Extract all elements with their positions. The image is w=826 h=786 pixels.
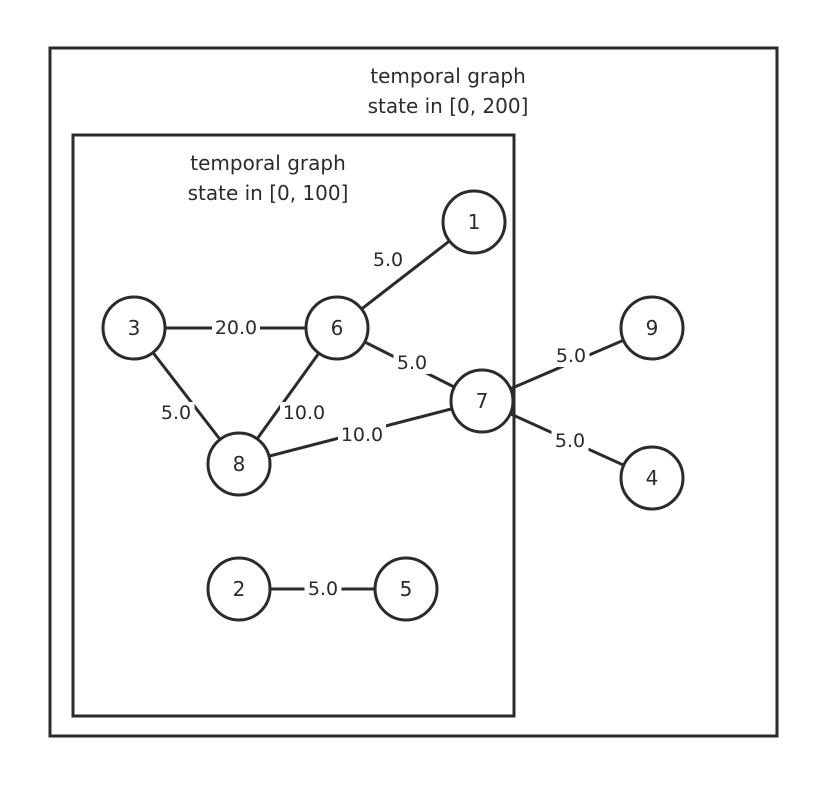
node-circle [449,368,515,434]
node-label: 1 [468,210,481,234]
outer-frame-caption-line1: temporal graph [370,64,526,88]
edge-weight-label: 5.0 [555,430,585,452]
node-6: 6 [304,295,370,361]
edge-weight-label: 10.0 [283,402,325,424]
node-9: 9 [619,295,685,361]
outer-frame-caption-line2: state in [0, 200] [368,94,529,118]
edge-weight-label: 5.0 [397,352,427,374]
node-circle [206,431,272,497]
edge-label-backdrop [369,249,407,271]
node-circle [373,556,439,622]
inner-frame-caption-line1: temporal graph [190,151,346,175]
node-circle [441,189,507,255]
edge-weight-label: 20.0 [215,317,257,339]
node-1: 1 [441,189,507,255]
node-label: 8 [233,452,246,476]
edge-weight-label: 5.0 [373,249,403,271]
node-circle [101,295,167,361]
node-label: 4 [646,466,659,490]
node-2: 2 [206,556,272,622]
edge-label-backdrop [212,317,260,339]
node-circle [619,445,685,511]
node-8: 8 [206,431,272,497]
node-label: 6 [331,316,344,340]
node-4: 4 [619,445,685,511]
edge-label-backdrop [552,345,590,367]
nodes-layer: 1 3 6 7 8 9 4 2 5 [101,189,685,622]
node-3: 3 [101,295,167,361]
edge-weight-label: 5.0 [556,345,586,367]
edge-label-backdrop [280,402,328,424]
edge-label-backdrop [157,402,195,424]
node-label: 5 [400,577,413,601]
node-label: 2 [233,577,246,601]
node-circle [304,295,370,361]
inner-frame-caption-line2: state in [0, 100] [188,181,349,205]
outer-frame [48,46,779,738]
inner-frame [71,133,516,718]
edge-label-backdrop [338,424,386,446]
node-label: 7 [476,389,489,413]
edge-label-backdrop [551,430,589,452]
edges-layer: 20.0 5.0 5.0 5.0 10.0 10.0 5.0 5.0 5.0 [132,220,653,600]
edge-weight-label: 5.0 [308,578,338,600]
node-label: 9 [646,316,659,340]
edge-label-backdrop [393,352,431,374]
edge-weight-label: 10.0 [341,424,383,446]
node-7: 7 [449,368,515,434]
node-label: 3 [128,316,141,340]
node-5: 5 [373,556,439,622]
edge-weight-label: 5.0 [161,402,191,424]
node-circle [206,556,272,622]
node-circle [619,295,685,361]
edge-label-backdrop [304,578,342,600]
